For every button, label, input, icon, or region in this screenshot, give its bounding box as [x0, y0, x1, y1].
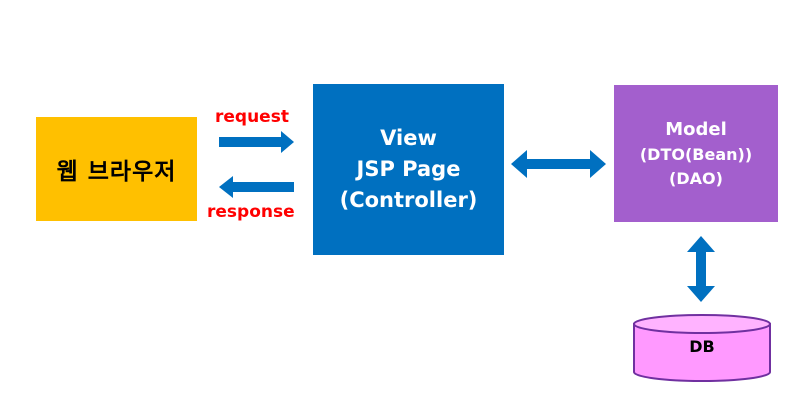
view-model-double-arrow	[511, 150, 606, 178]
view-title: View	[380, 126, 437, 150]
db-cylinder	[633, 314, 771, 382]
view-controller-label: (Controller)	[339, 188, 478, 212]
view-jsp-controller-box: View JSP Page (Controller)	[313, 84, 504, 255]
model-title: Model	[665, 119, 727, 140]
response-arrow	[219, 176, 294, 198]
model-box: Model (DTO(Bean)) (DAO)	[614, 85, 778, 222]
model-db-double-arrow	[687, 236, 715, 302]
model-dto-label: (DTO(Bean))	[639, 145, 753, 164]
model-dao-label: (DAO)	[669, 169, 723, 188]
web-browser-label: 웹 브라우저	[56, 159, 177, 185]
view-jsp-page-label: JSP Page	[356, 157, 461, 181]
request-arrow	[219, 131, 294, 153]
web-browser-box: 웹 브라우저	[36, 117, 197, 221]
request-label: request	[215, 107, 289, 127]
response-label: response	[207, 202, 295, 222]
db-cylinder-body	[633, 323, 771, 382]
db-cylinder-top	[633, 314, 771, 334]
db-label: DB	[689, 337, 715, 356]
